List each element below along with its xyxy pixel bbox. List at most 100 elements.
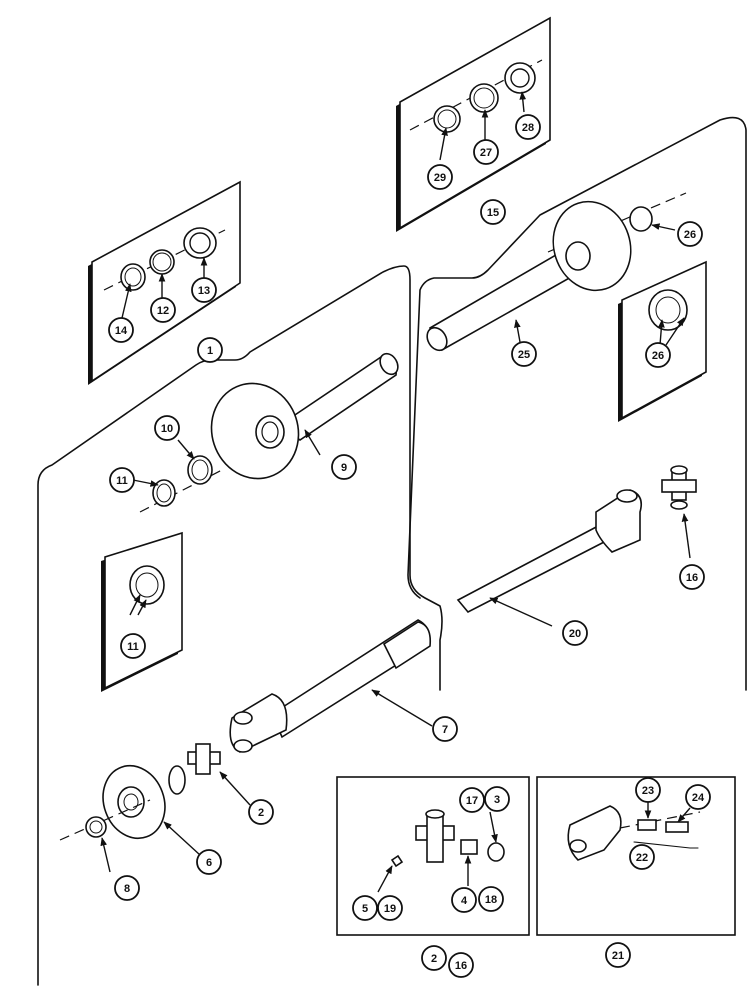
callout-circle — [109, 467, 135, 493]
callout-c2b: 2 — [421, 945, 447, 971]
u-joint-cross-16-icon — [661, 465, 697, 510]
callout-number: 12 — [157, 305, 169, 317]
callout-c14: 14 — [108, 317, 134, 343]
callout-number: 24 — [692, 792, 705, 804]
callout-circle — [645, 342, 671, 368]
callout-c18: 18 — [478, 886, 504, 912]
callout-circle — [511, 341, 537, 367]
inset-panel-retainer-11 — [101, 531, 183, 692]
callout-number: 5 — [362, 903, 368, 915]
callout-circle — [635, 777, 661, 803]
callout-circle — [432, 716, 458, 742]
spring-23-icon — [637, 819, 657, 831]
shaft-7-assembly — [59, 619, 433, 873]
callout-number: 26 — [684, 229, 696, 241]
callout-c6: 6 — [196, 849, 222, 875]
callout-c15: 15 — [480, 199, 506, 225]
u-joint-cross-kit-icon — [415, 809, 455, 863]
callout-number: 16 — [686, 572, 698, 584]
callout-c28: 28 — [515, 114, 541, 140]
callout-number: 11 — [127, 641, 139, 653]
callout-c8: 8 — [114, 875, 140, 901]
callout-c16b: 16 — [448, 952, 474, 978]
callout-c2: 2 — [248, 799, 274, 825]
callout-c16: 16 — [679, 564, 705, 590]
callout-number: 15 — [487, 207, 499, 219]
retainer-26-small-icon — [629, 206, 653, 232]
callout-circle — [331, 454, 357, 480]
callout-circle — [197, 337, 223, 363]
callout-circle — [478, 886, 504, 912]
disc-seal-icon — [210, 382, 300, 480]
callout-circle — [150, 297, 176, 323]
callout-number: 14 — [115, 325, 128, 337]
callout-number: 7 — [442, 724, 448, 736]
callout-c26b: 26 — [645, 342, 671, 368]
callout-circle — [108, 317, 134, 343]
inset-panel-retainer-26 — [618, 260, 707, 422]
callout-circle — [191, 277, 217, 303]
callout-circle — [352, 895, 378, 921]
callout-number: 17 — [466, 795, 478, 807]
callout-number: 2 — [258, 807, 264, 819]
callout-number: 10 — [161, 423, 173, 435]
callout-number: 8 — [124, 883, 130, 895]
left-assembly-outline — [37, 265, 443, 986]
callout-circle — [377, 895, 403, 921]
callout-c20: 20 — [562, 620, 588, 646]
callout-c3: 3 — [484, 786, 510, 812]
callout-circle — [473, 139, 499, 165]
callout-number: 11 — [116, 475, 128, 487]
callout-circle — [114, 875, 140, 901]
callout-number: 16 — [455, 960, 467, 972]
callout-circle — [629, 844, 655, 870]
callout-c25: 25 — [511, 341, 537, 367]
callout-circle — [459, 787, 485, 813]
callout-c9: 9 — [331, 454, 357, 480]
callout-c11a: 11 — [109, 467, 135, 493]
shaft-20-icon — [456, 523, 610, 614]
callout-circle — [685, 784, 711, 810]
callout-c21: 21 — [605, 942, 631, 968]
callout-circle — [677, 221, 703, 247]
grease-fitting-5-icon — [390, 854, 404, 868]
pin-24-icon — [665, 821, 689, 833]
callout-number: 18 — [485, 894, 497, 906]
callout-circle — [427, 164, 453, 190]
callout-number: 4 — [461, 895, 468, 907]
callout-number: 26 — [652, 350, 664, 362]
callout-c4: 4 — [451, 887, 477, 913]
callout-circle — [154, 415, 180, 441]
callout-c13: 13 — [191, 277, 217, 303]
bearing-cup-4-icon — [460, 839, 478, 855]
callout-c1: 1 — [197, 337, 223, 363]
yoke-7-icon — [229, 693, 288, 753]
callout-circle — [248, 799, 274, 825]
callout-circle — [421, 945, 447, 971]
callout-number: 27 — [480, 147, 492, 159]
callout-c10: 10 — [154, 415, 180, 441]
callout-number: 23 — [642, 785, 654, 797]
callout-circle — [605, 942, 631, 968]
shaft-9-assembly — [132, 352, 399, 513]
callout-number: 22 — [636, 852, 648, 864]
callout-number: 21 — [612, 950, 624, 962]
callout-number: 1 — [207, 345, 213, 357]
callout-c23: 23 — [635, 777, 661, 803]
callout-circle — [515, 114, 541, 140]
u-joint-cross-2-icon — [187, 743, 221, 775]
callout-circle — [196, 849, 222, 875]
callout-circle — [448, 952, 474, 978]
callout-number: 20 — [569, 628, 581, 640]
snap-ring-3-icon — [487, 842, 505, 862]
shaft-25-assembly — [426, 192, 687, 352]
callout-c27: 27 — [473, 139, 499, 165]
callout-c24: 24 — [685, 784, 711, 810]
callout-circle — [120, 633, 146, 659]
callout-c12: 12 — [150, 297, 176, 323]
callout-c11b: 11 — [120, 633, 146, 659]
callout-number: 6 — [206, 857, 212, 869]
